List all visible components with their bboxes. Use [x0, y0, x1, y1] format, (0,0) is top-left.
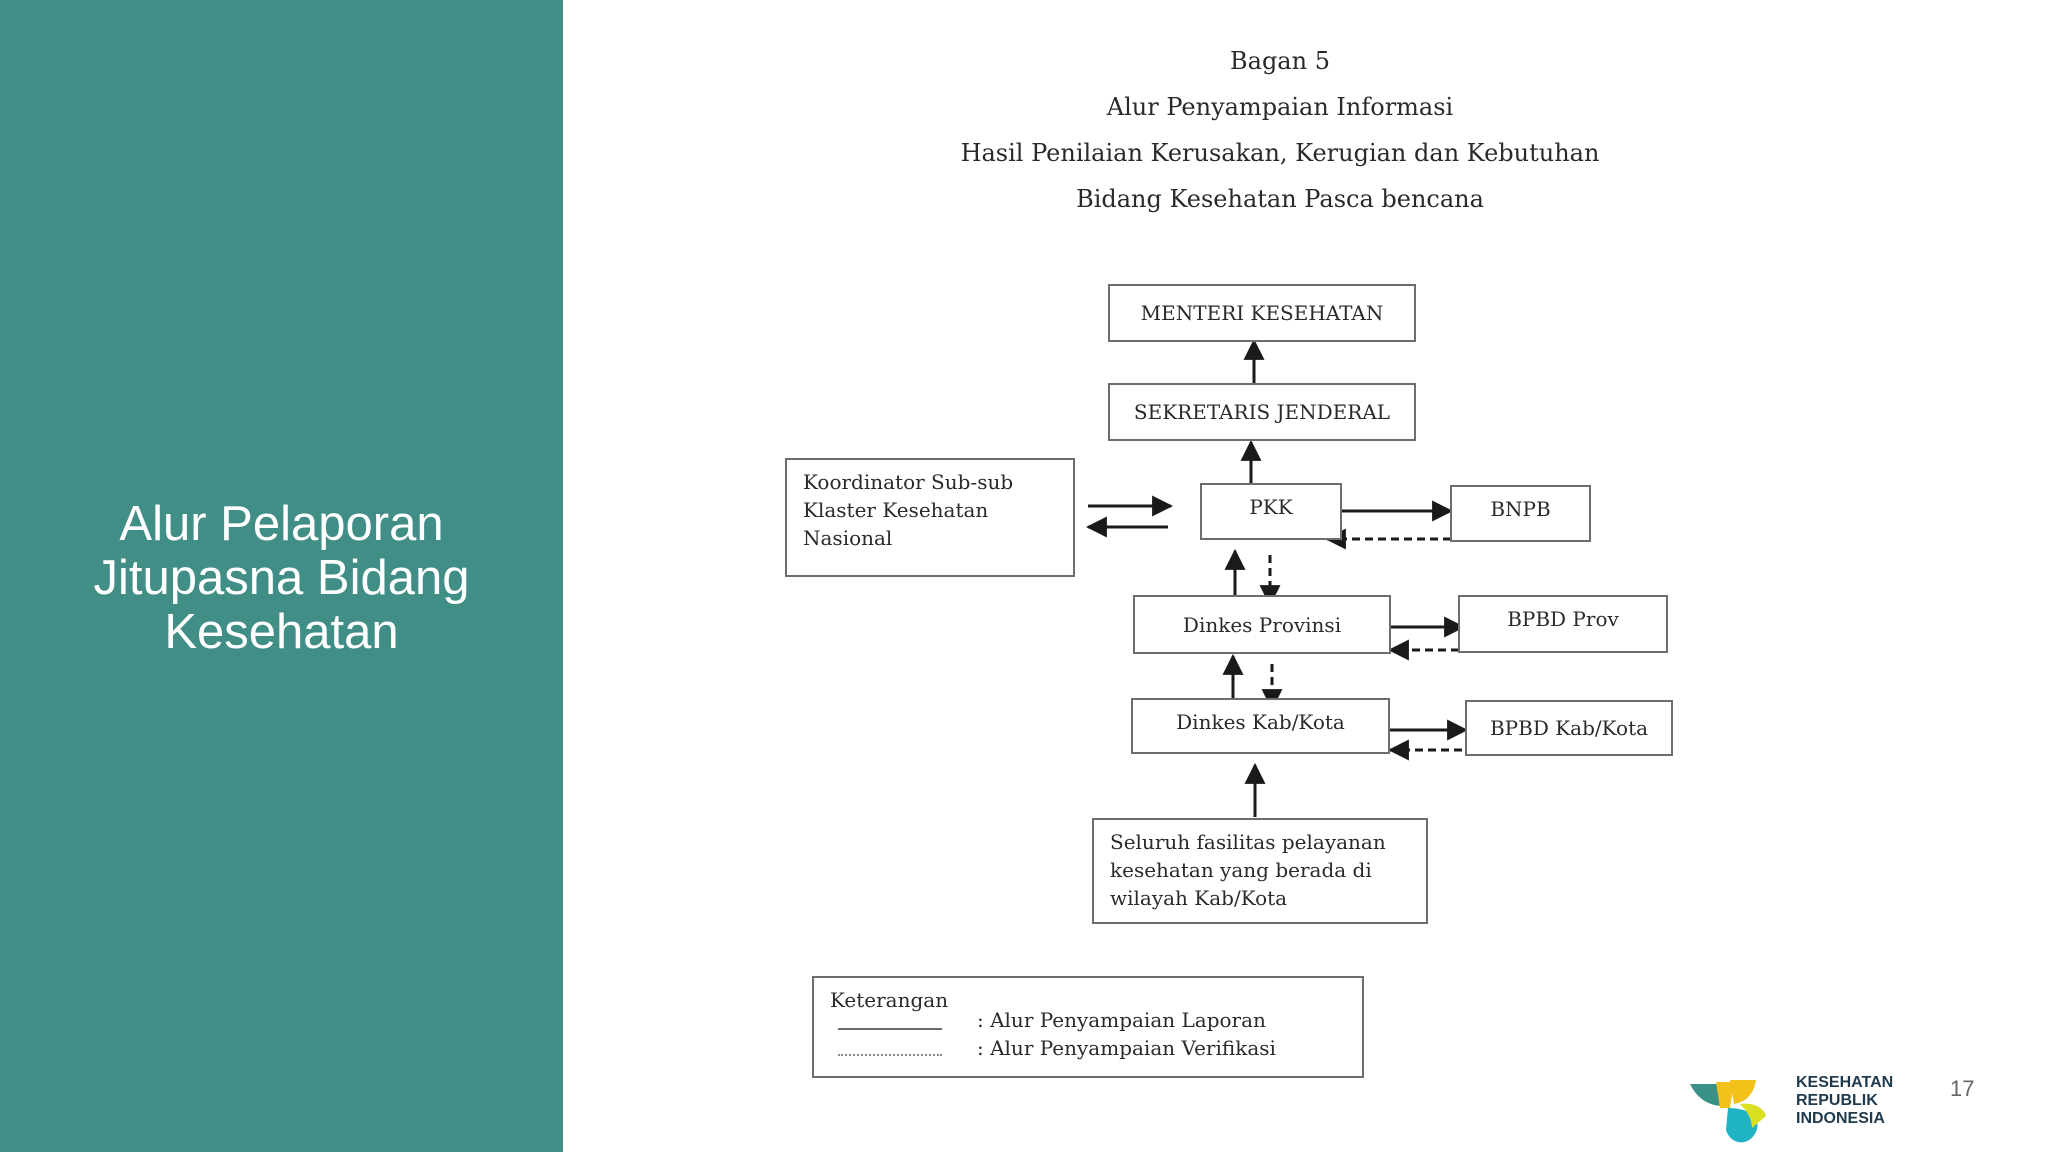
legend-dashed-line — [838, 1054, 942, 1056]
box-dinkes-provinsi: Dinkes Provinsi — [1133, 595, 1391, 654]
slide-title: Alur Pelaporan Jitupasna Bidang Kesehata… — [0, 497, 563, 659]
logo-text-line-1: KESEHATAN — [1796, 1074, 1894, 1091]
box-sekjen-label: SEKRETARIS JENDERAL — [1133, 400, 1391, 424]
box-dinkes-kab-kota: Dinkes Kab/Kota — [1131, 698, 1390, 754]
diagram-title-line-4: Bidang Kesehatan Pasca bencana — [1076, 185, 1484, 213]
box-bpbd-kab-kota: BPBD Kab/Kota — [1465, 700, 1673, 756]
diagram-title-line-1: Bagan 5 — [1230, 47, 1330, 75]
diagram-title-line-3: Hasil Penilaian Kerusakan, Kerugian dan … — [960, 139, 1600, 167]
box-menteri-kesehatan: MENTERI KESEHATAN — [1108, 284, 1416, 342]
legend-box: Keterangan : Alur Penyampaian Laporan : … — [812, 976, 1364, 1078]
box-pkk: PKK — [1200, 483, 1342, 540]
logo-text-line-3: INDONESIA — [1796, 1110, 1885, 1127]
box-fasilitas-line-3: wilayah Kab/Kota — [1110, 886, 1288, 910]
box-koordinator: Koordinator Sub-sub Klaster Kesehatan Na… — [785, 458, 1075, 577]
page-number: 17 — [1950, 1076, 1975, 1101]
legend-title: Keterangan — [830, 988, 949, 1012]
kemenkes-logo: KESEHATAN REPUBLIK INDONESIA — [1690, 1072, 1894, 1152]
box-koordinator-line-2: Klaster Kesehatan — [803, 498, 989, 522]
box-bpbd-kab-label: BPBD Kab/Kota — [1489, 716, 1649, 740]
box-pkk-label: PKK — [1249, 495, 1293, 519]
box-menteri-label: MENTERI KESEHATAN — [1140, 301, 1384, 325]
box-koordinator-line-3: Nasional — [803, 526, 893, 550]
box-fasilitas: Seluruh fasilitas pelayanan kesehatan ya… — [1092, 818, 1428, 924]
diagram-title-line-2: Alur Penyampaian Informasi — [1106, 93, 1454, 121]
box-fasilitas-line-2: kesehatan yang berada di — [1110, 858, 1372, 882]
box-bpbd-prov-label: BPBD Prov — [1507, 607, 1619, 631]
box-bnpb-label: BNPB — [1490, 497, 1551, 521]
slide-title-line-3: Kesehatan — [164, 605, 399, 659]
box-sekretaris-jenderal: SEKRETARIS JENDERAL — [1108, 383, 1416, 441]
kemenkes-logo-icon — [1690, 1080, 1766, 1143]
slide-title-line-1: Alur Pelaporan — [119, 497, 444, 551]
sidebar-panel: Alur Pelaporan Jitupasna Bidang Kesehata… — [0, 0, 563, 1152]
slide-title-line-2: Jitupasna Bidang — [93, 551, 470, 605]
box-bnpb: BNPB — [1450, 485, 1591, 542]
legend-solid-line — [838, 1028, 942, 1030]
box-koordinator-line-1: Koordinator Sub-sub — [803, 470, 1014, 494]
box-fasilitas-line-1: Seluruh fasilitas pelayanan — [1110, 830, 1386, 854]
box-bpbd-prov: BPBD Prov — [1458, 595, 1668, 653]
logo-text-line-2: REPUBLIK — [1796, 1092, 1878, 1109]
legend-dashed-label: : Alur Penyampaian Verifikasi — [977, 1036, 1276, 1060]
box-dinkes-provinsi-label: Dinkes Provinsi — [1182, 612, 1342, 637]
box-dinkes-kab-label: Dinkes Kab/Kota — [1176, 710, 1345, 734]
legend-solid-label: : Alur Penyampaian Laporan — [977, 1008, 1266, 1032]
